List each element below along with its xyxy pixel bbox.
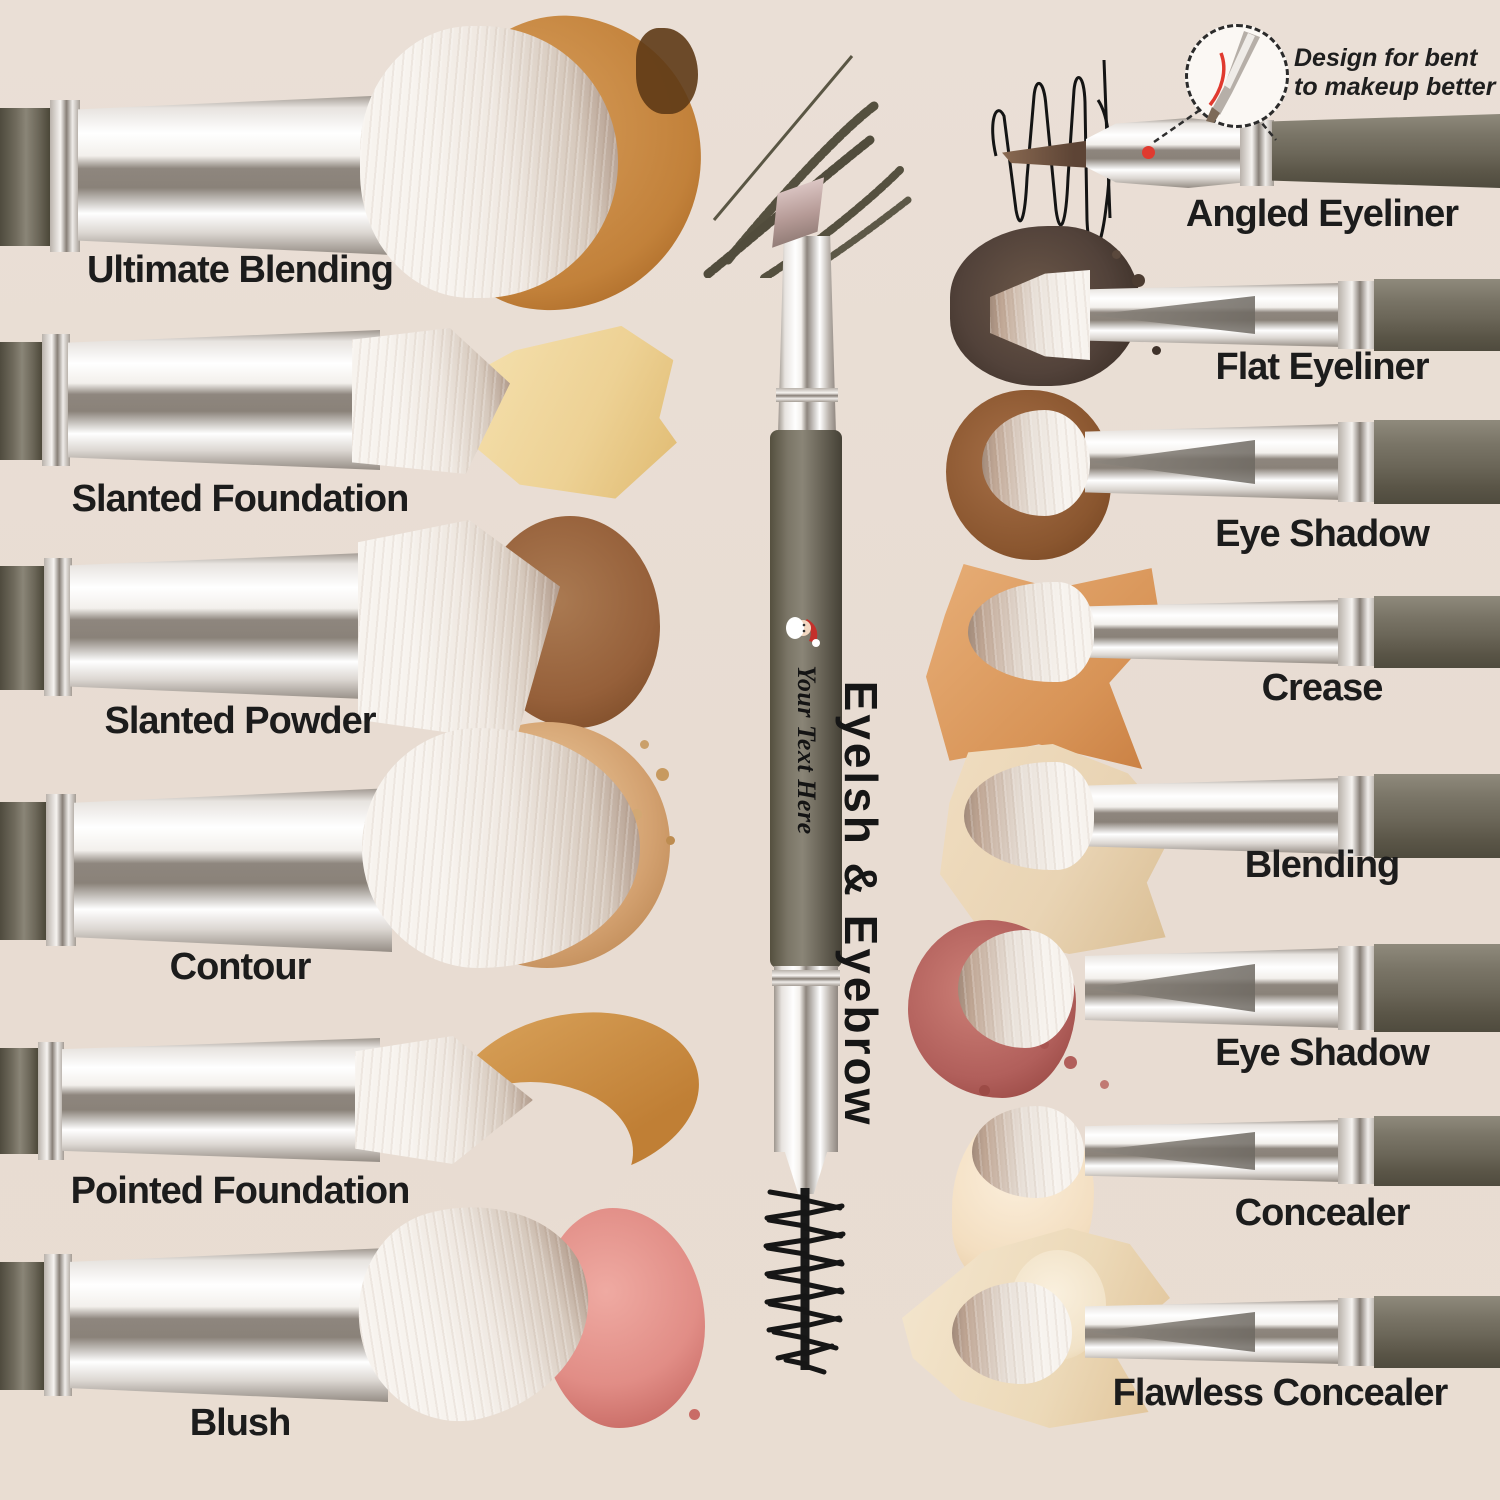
ferrule-ring [1338, 776, 1378, 856]
brush-label: Pointed Foundation [70, 1170, 411, 1212]
brush-tuft [952, 1282, 1072, 1384]
brush-label: Flat Eyeliner [1215, 346, 1430, 388]
brush-label: Slanted Powder [104, 700, 376, 742]
brush-handle [0, 342, 44, 460]
brush-handle [1374, 944, 1500, 1032]
brush-label: Eye Shadow [1215, 513, 1430, 555]
red-dot-marker [1142, 146, 1155, 159]
brush-handle [1374, 774, 1500, 858]
brush-label: Contour [169, 946, 312, 988]
brush-ferrule [62, 1038, 380, 1162]
brush-label: Flawless Concealer [1112, 1372, 1449, 1414]
ferrule-ring [46, 794, 76, 946]
bent-tip-zoom-icon [1206, 31, 1260, 123]
powder-crumbs [640, 740, 649, 749]
brush-label: Slanted Foundation [71, 478, 410, 520]
brush-handle [1374, 596, 1500, 668]
brush-label: Blending [1244, 844, 1401, 886]
ferrule-ring [44, 1254, 72, 1396]
brush-tuft [958, 930, 1074, 1048]
brush-label: Angled Eyeliner [1185, 193, 1459, 235]
brush-ferrule [70, 1248, 388, 1402]
lower-ferrule [774, 966, 838, 1152]
ferrule-ring [50, 100, 80, 252]
powder-crumbs [1112, 250, 1121, 259]
spoolie-brush [763, 1188, 846, 1375]
brush-tuft [964, 762, 1094, 870]
brush-label: Concealer [1234, 1192, 1411, 1234]
upper-ferrule [778, 236, 836, 434]
brush-tuft [362, 728, 640, 968]
brush-handle [1272, 114, 1500, 188]
brush-handle [1374, 420, 1500, 504]
lower-ferrule-ring [772, 970, 840, 986]
ferrule-ring [1338, 281, 1378, 349]
callout-line2: to makeup better [1294, 73, 1496, 101]
brush-tuft [360, 26, 618, 298]
brush-tuft [972, 1106, 1084, 1198]
brush-handle [0, 566, 46, 690]
callout-text: Design for bent to makeup better [1294, 44, 1500, 102]
brush-tuft [968, 582, 1094, 682]
brush-ferrule [68, 330, 380, 470]
ferrule-ring [38, 1042, 64, 1160]
brush-label: Blush [189, 1402, 292, 1444]
ferrule-ring [1338, 422, 1378, 502]
brush-label: Ultimate Blending [86, 249, 394, 291]
brush-ferrule [1085, 600, 1343, 664]
ferrule-ring [1338, 1298, 1378, 1366]
ferrule-ring [1240, 120, 1274, 186]
brush-handle [0, 1048, 40, 1154]
brush-handle [1374, 1116, 1500, 1186]
ferrule-ring [1338, 598, 1378, 666]
santa-icon [786, 617, 820, 647]
powder-crumbs [1040, 1040, 1049, 1049]
ferrule-ring [44, 558, 72, 696]
brush-label: Crease [1261, 667, 1384, 709]
eyebrow-pencil-scribble [703, 55, 912, 278]
brush-handle [0, 108, 52, 246]
brush-tuft [982, 410, 1090, 516]
brush-label: Eye Shadow [1215, 1032, 1430, 1074]
brush-ferrule [74, 788, 392, 952]
brush-ferrule [1085, 778, 1343, 854]
ferrule-ring [1338, 946, 1378, 1030]
ferrule-ring [42, 334, 70, 466]
magnifier-callout [1185, 24, 1289, 128]
brush-handle [1374, 279, 1500, 351]
brush-ferrule [70, 552, 388, 700]
handle-custom-text: Your Text Here [792, 665, 821, 835]
brush-handle [1374, 1296, 1500, 1368]
brush-handle [0, 1262, 46, 1390]
brush-ferrule [78, 95, 392, 255]
callout-line1: Design for bent [1294, 44, 1478, 72]
ferrule-ring [1338, 1118, 1378, 1184]
center-handle [770, 430, 842, 968]
upper-ferrule-ring [776, 388, 838, 402]
powder-crumb [636, 28, 698, 114]
brush-handle [0, 802, 48, 940]
center-vertical-label: Eyelsh & Eyebrow [835, 680, 887, 1128]
